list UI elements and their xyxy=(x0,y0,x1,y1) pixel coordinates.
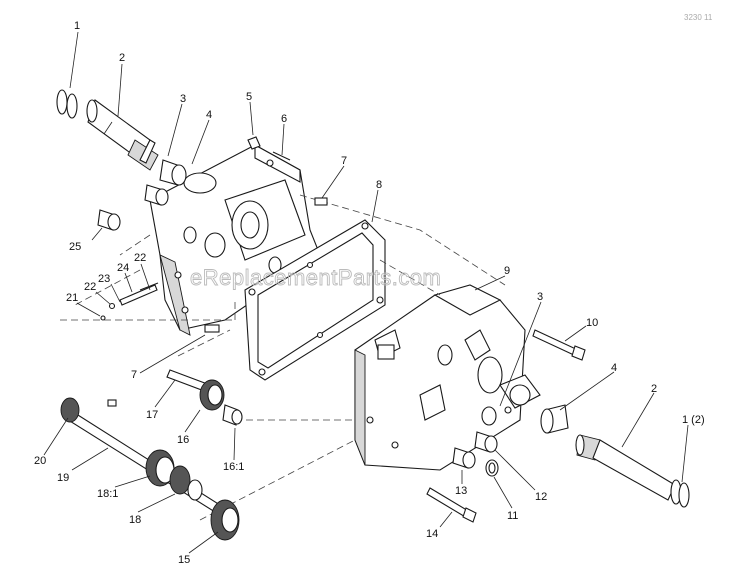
gasket xyxy=(244,219,386,381)
callout-7: 7 xyxy=(341,155,347,167)
callout-19: 19 xyxy=(57,472,69,484)
callout-13: 13 xyxy=(455,485,467,497)
upper-left-bushings xyxy=(97,159,187,231)
figure-code: 3230 11 xyxy=(684,13,713,22)
callout-23: 23 xyxy=(98,273,110,285)
callout-11: 11 xyxy=(507,510,518,522)
left-gear-housing xyxy=(149,144,321,336)
watermark: eReplacementParts.com xyxy=(190,265,441,290)
callout-labels: 1 2 3 4 5 6 7 8 25 22 24 23 21 22 9 3 10… xyxy=(34,20,705,566)
callout-24: 24 xyxy=(117,262,129,274)
right-shaft-assembly xyxy=(426,329,690,523)
callout-5: 5 xyxy=(246,91,252,103)
callout-16-1: 16:1 xyxy=(223,461,244,473)
callout-12: 12 xyxy=(535,491,547,503)
callout-4-right: 4 xyxy=(611,362,617,374)
callout-22-lower: 22 xyxy=(84,281,96,293)
callout-20: 20 xyxy=(34,455,46,467)
callout-3-right: 3 xyxy=(537,291,543,303)
callout-14: 14 xyxy=(426,528,438,540)
callout-22-upper: 22 xyxy=(134,252,146,264)
callout-15: 15 xyxy=(178,554,190,566)
callout-25: 25 xyxy=(69,241,81,253)
upper-fasteners xyxy=(247,136,328,206)
callout-1-right: 1 (2) xyxy=(682,414,705,426)
callout-4: 4 xyxy=(206,109,212,121)
callout-3: 3 xyxy=(180,93,186,105)
right-gear-housing xyxy=(354,284,541,471)
callout-2: 2 xyxy=(119,52,125,64)
callout-1: 1 xyxy=(74,20,80,32)
callout-2-right: 2 xyxy=(651,383,657,395)
callout-16: 16 xyxy=(177,434,189,446)
callout-9: 9 xyxy=(504,265,510,277)
lower-pin xyxy=(204,324,220,333)
callout-18: 18 xyxy=(129,514,141,526)
callout-21: 21 xyxy=(66,292,78,304)
callout-17: 17 xyxy=(146,409,158,421)
lower-gear-train xyxy=(60,369,243,541)
callout-8: 8 xyxy=(376,179,382,191)
callout-6: 6 xyxy=(281,113,287,125)
callout-10: 10 xyxy=(586,317,598,329)
assembly-centerlines xyxy=(60,194,506,521)
callout-7-lower: 7 xyxy=(131,369,137,381)
leader-lines xyxy=(43,31,689,554)
callout-18-1: 18:1 xyxy=(97,488,118,500)
upper-left-shaft-assembly xyxy=(56,89,159,171)
